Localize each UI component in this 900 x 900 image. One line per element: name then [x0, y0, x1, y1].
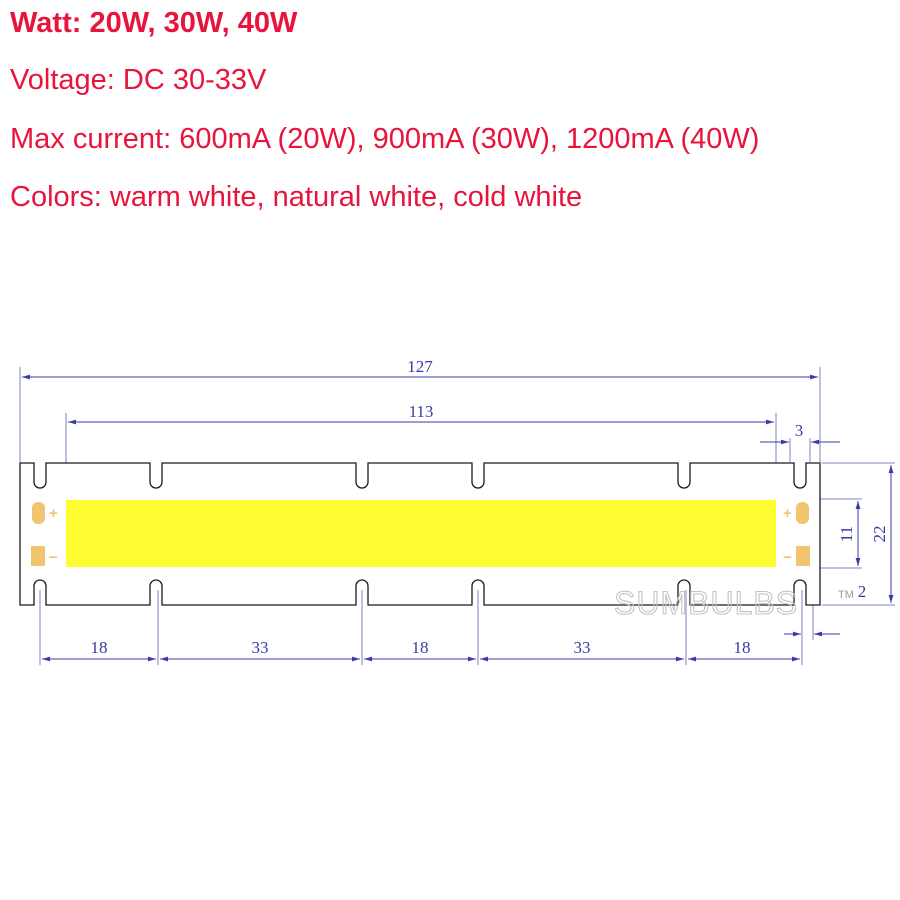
dim-segment-2: 33 — [252, 638, 269, 657]
dim-pad-offset: 3 — [795, 421, 804, 440]
spec-voltage: Voltage: DC 30-33V — [10, 64, 267, 96]
left-negative-pad — [31, 546, 45, 566]
dimension-lines — [22, 374, 894, 662]
spec-watt: Watt: 20W, 30W, 40W — [10, 7, 298, 39]
dim-led-width: 11 — [837, 526, 856, 542]
dim-segment-1: 18 — [91, 638, 108, 657]
led-chip-area — [66, 500, 776, 567]
left-positive-pad — [32, 502, 45, 524]
dim-slot-gap: 2 — [858, 582, 867, 601]
dim-total-length: 127 — [407, 357, 433, 376]
spec-max-current: Max current: 600mA (20W), 900mA (30W), 1… — [10, 123, 760, 155]
left-minus-sign: − — [49, 549, 58, 566]
extension-lines — [19, 367, 895, 665]
watermark-trademark: TM — [838, 589, 854, 601]
dim-segment-3: 18 — [412, 638, 429, 657]
right-plus-sign: + — [783, 505, 792, 522]
dim-led-length: 113 — [409, 402, 434, 421]
left-plus-sign: + — [49, 505, 58, 522]
right-minus-sign: − — [783, 549, 792, 566]
spec-colors: Colors: warm white, natural white, cold … — [10, 181, 583, 213]
dim-board-width: 22 — [870, 526, 889, 543]
dim-segment-5: 18 — [734, 638, 751, 657]
watermark: SUMBULBS — [614, 585, 798, 621]
right-positive-pad — [796, 502, 809, 524]
dim-segment-4: 33 — [574, 638, 591, 657]
right-negative-pad — [796, 546, 810, 566]
